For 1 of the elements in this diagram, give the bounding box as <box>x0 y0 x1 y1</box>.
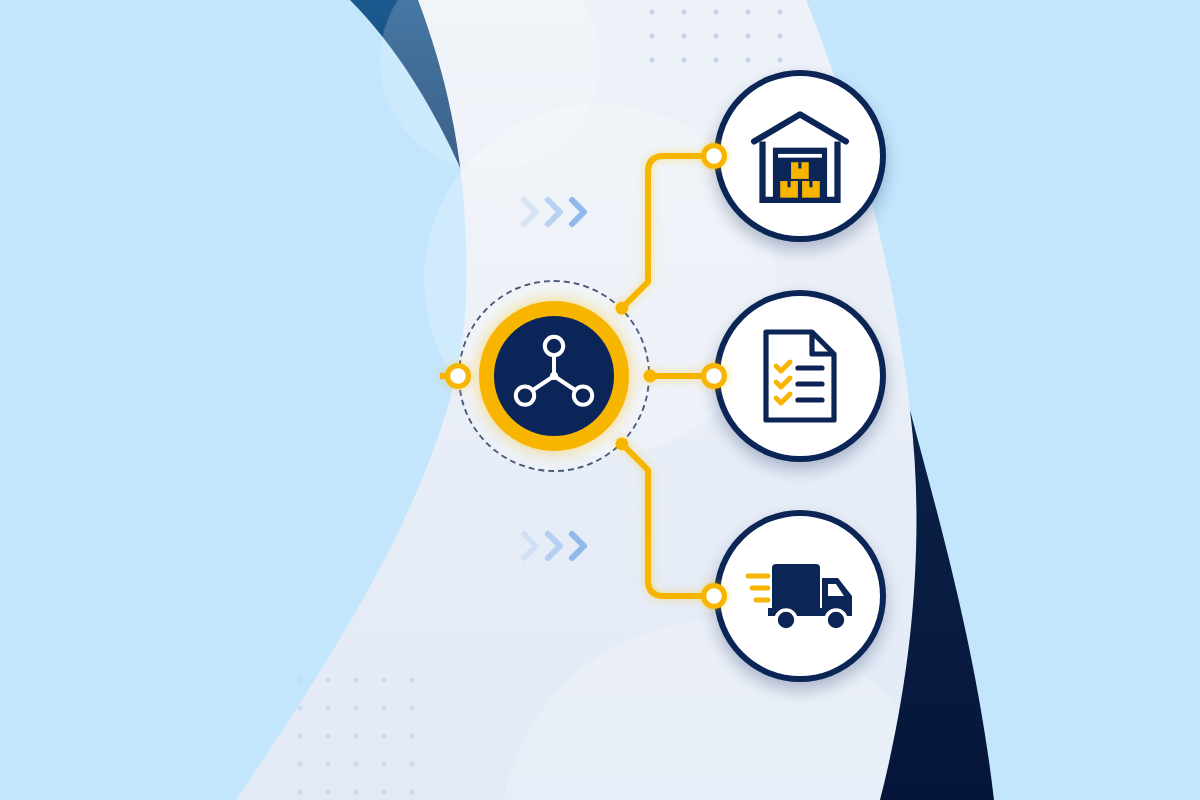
connector-line <box>615 437 727 609</box>
